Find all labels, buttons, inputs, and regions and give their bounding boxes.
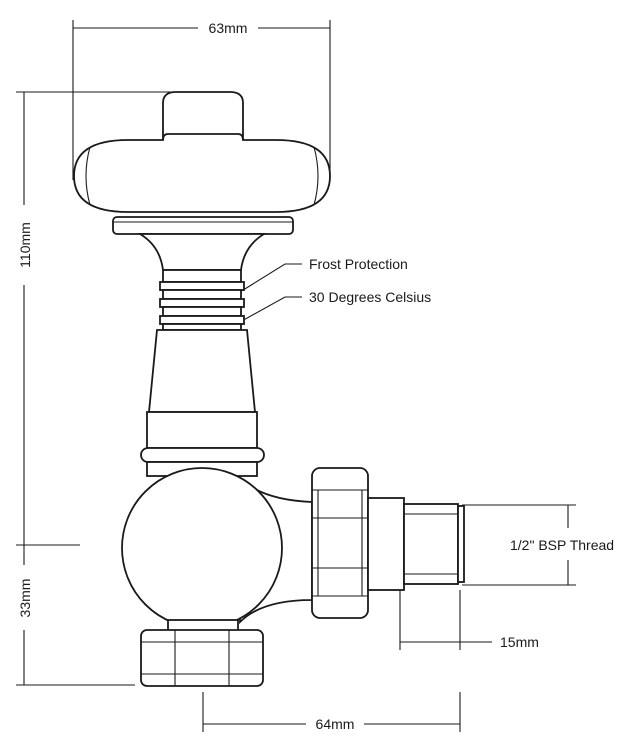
dim-label-63mm: 63mm bbox=[209, 20, 248, 36]
dim-label-64mm: 64mm bbox=[316, 716, 355, 732]
callout-label-temperature: 30 Degrees Celsius bbox=[309, 289, 431, 305]
handle-head bbox=[73, 133, 331, 213]
callout-label-frost: Frost Protection bbox=[309, 256, 408, 272]
handle-top bbox=[162, 91, 244, 143]
callout-temperature: 30 Degrees Celsius bbox=[239, 289, 431, 323]
frost-rings bbox=[159, 269, 245, 331]
band bbox=[146, 411, 258, 449]
outlet-hex-nut bbox=[311, 467, 369, 619]
dimension-64mm: 64mm bbox=[202, 692, 461, 732]
threaded-tail bbox=[367, 497, 465, 591]
valve-drawing bbox=[73, 91, 465, 687]
dimension-15mm: 15mm bbox=[399, 590, 539, 650]
inlet-hex-nut bbox=[140, 619, 264, 687]
band-ring bbox=[140, 447, 265, 463]
dim-label-bsp-thread: 1/2" BSP Thread bbox=[510, 537, 614, 553]
dimension-110mm: 110mm bbox=[16, 91, 172, 546]
dim-label-15mm: 15mm bbox=[500, 634, 539, 650]
dim-label-33mm: 33mm bbox=[17, 579, 33, 618]
callout-frost-protection: Frost Protection bbox=[239, 256, 408, 293]
neck bbox=[136, 233, 268, 271]
dimension-63mm: 63mm bbox=[72, 20, 331, 180]
dimension-bsp-thread: 1/2" BSP Thread bbox=[462, 504, 614, 586]
dimension-33mm: 33mm bbox=[16, 545, 135, 686]
upper-body bbox=[148, 329, 256, 413]
dim-label-110mm: 110mm bbox=[17, 222, 33, 268]
ball-body bbox=[121, 467, 283, 629]
collar bbox=[112, 216, 294, 235]
